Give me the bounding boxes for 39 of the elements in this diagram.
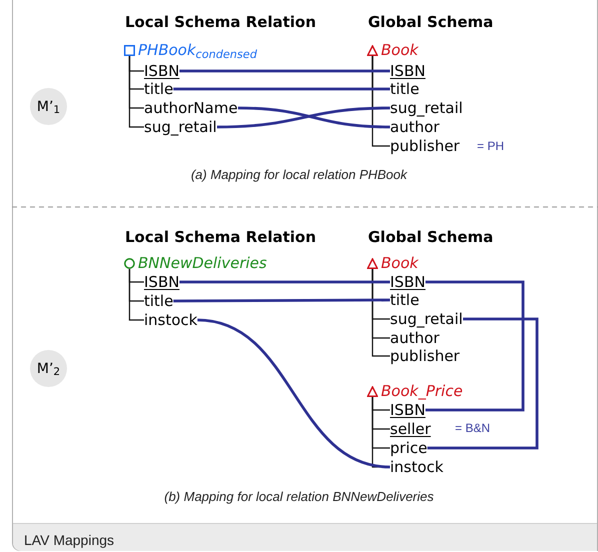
figure-caption: (a) Mapping for local relation PHBook [190, 166, 408, 184]
mapping-line [173, 88, 390, 90]
relation-name: Book [381, 254, 418, 272]
column-heading: Global Schema [368, 227, 494, 247]
attribute-name: publisher [390, 137, 460, 155]
key-attribute: ISBN [390, 273, 426, 291]
mapping-badge: M’$_{1}$ [30, 88, 67, 125]
tree-line [128, 269, 144, 321]
tree-line [372, 269, 390, 357]
attribute-name: sug_retail [390, 310, 463, 328]
tree-line [372, 56, 390, 147]
mapping-line [179, 70, 390, 72]
key-attribute: seller [390, 420, 431, 438]
key-attribute: ISBN [390, 62, 426, 80]
column-heading: Global Schema [368, 12, 494, 32]
attribute-name: publisher [390, 347, 460, 365]
column-heading: Local Schema Relation [125, 227, 316, 247]
column-heading: Local Schema Relation [125, 12, 316, 32]
mapping-line [197, 318, 390, 468]
tree-line [128, 56, 144, 128]
panel-title: LAV Mappings [24, 531, 114, 549]
attribute-name: sug_retail [144, 118, 217, 136]
constant-label: = PH [477, 139, 504, 153]
key-attribute: ISBN [144, 273, 180, 291]
relation-name: Book_Price [381, 382, 463, 400]
key-attribute: ISBN [144, 62, 180, 80]
relation-name: Book [381, 41, 418, 59]
constant-label: = B&N [455, 421, 490, 435]
mapping-line [173, 298, 390, 302]
mapping-line [427, 318, 538, 450]
mapping-badge: M’$_{2}$ [30, 350, 67, 387]
attribute-name: sug_retail [390, 99, 463, 117]
relation-name: BNNewDeliveries [138, 254, 267, 272]
attribute-name: price [390, 439, 428, 457]
figure-caption: (b) Mapping for local relation BNNewDeliveries [163, 488, 435, 506]
mapping-line [425, 280, 524, 412]
key-attribute: ISBN [390, 401, 426, 419]
relation-name: PHBook$_{condensed}$ [138, 41, 257, 59]
mapping-line [179, 280, 390, 284]
